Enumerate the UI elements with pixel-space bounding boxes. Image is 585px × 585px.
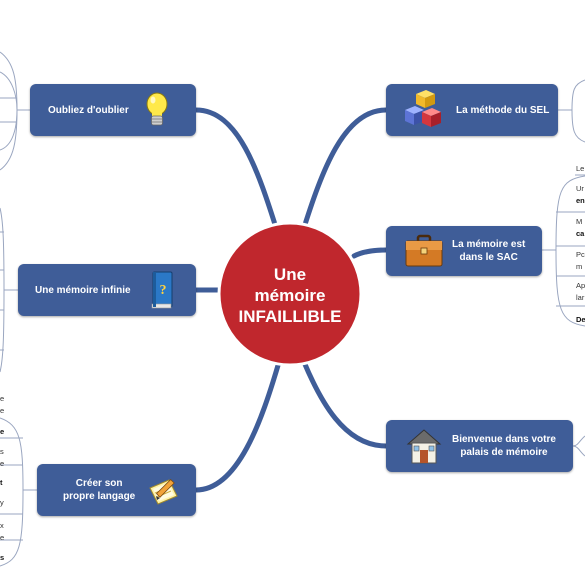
connector-sac (351, 247, 389, 259)
central-line-3: INFAILLIBLE (238, 306, 342, 326)
branch-memoire-infinie[interactable]: Une mémoire infinie ? (18, 264, 196, 316)
book-icon: ? (149, 270, 175, 310)
branch-palais-memoire[interactable]: Bienvenue dans votre palais de mémoire (386, 420, 573, 472)
branch-sac-label: La mémoire est dans le SAC (452, 238, 525, 264)
svg-text:?: ? (159, 283, 166, 298)
central-line-2: mémoire (254, 285, 326, 305)
langage-subtopic-fragment: t (0, 478, 3, 487)
sac-subtopic-fragment: Pc (576, 250, 585, 259)
langage-subtopic-fragment: e (0, 459, 5, 468)
branch-methode-sel[interactable]: La méthode du SEL (386, 84, 558, 136)
langage-subtopic-fragment: e (0, 394, 5, 403)
subbranches-sac (542, 174, 585, 327)
langage-subtopic-fragment: e (0, 427, 5, 436)
langage-subtopic-fragment: x (0, 521, 4, 530)
branch-langage-line-1: Créer son (75, 478, 123, 489)
central-circle (217, 221, 363, 367)
pencil-paper-icon (147, 474, 183, 506)
subbranches-methode (558, 79, 585, 143)
branch-oubliez-label: Oubliez d'oublier (48, 104, 129, 116)
connector-oubliez (193, 107, 281, 237)
connector-methode (299, 107, 389, 237)
branch-propre-langage[interactable]: Créer son propre langage (37, 464, 196, 516)
subbranches-infinie (0, 207, 18, 373)
sac-subtopic-fragment: lar (576, 293, 585, 302)
sac-subtopic-fragment: m (576, 262, 583, 271)
subbranches-langage (0, 417, 37, 567)
branch-memoire-sac[interactable]: La mémoire est dans le SAC (386, 226, 542, 276)
house-icon (404, 426, 444, 466)
langage-subtopic-fragment: y (0, 498, 4, 507)
central-line-1: Une (273, 264, 307, 284)
branch-sac-line-1: La mémoire est (452, 239, 526, 250)
subbranches-palais (572, 435, 585, 457)
sac-subtopic-fragment: ca (576, 229, 585, 238)
branch-palais-label: Bienvenue dans votre palais de mémoire (452, 433, 556, 459)
lightbulb-icon (143, 91, 171, 129)
sac-subtopic-fragment: Ur (576, 184, 584, 193)
branch-oubliez-doublier[interactable]: Oubliez d'oublier (30, 84, 196, 136)
branch-langage-label: Créer son propre langage (63, 477, 135, 503)
sac-subtopic-fragment: Le (576, 164, 585, 173)
sac-subtopic-fragment: M (576, 217, 583, 226)
branch-palais-line-2: palais de mémoire (460, 447, 548, 458)
branch-sac-line-2: dans le SAC (459, 252, 518, 263)
langage-subtopic-fragment: s (0, 553, 5, 562)
connector-langage (193, 359, 282, 493)
branch-infinie-label: Une mémoire infinie (35, 284, 131, 296)
langage-subtopic-fragment: e (0, 406, 5, 415)
sac-subtopic-fragment: en (576, 196, 585, 205)
central-topic[interactable]: Une mémoire INFAILLIBLE (220, 226, 360, 364)
branch-langage-line-2: propre langage (63, 491, 136, 502)
sac-subtopic-fragment: Ap (576, 281, 585, 290)
subbranches-oubliez (0, 51, 30, 171)
sac-subtopic-fragment: De (576, 315, 585, 324)
branch-methode-label: La méthode du SEL (456, 104, 550, 116)
connector-palais (301, 359, 389, 449)
langage-subtopic-fragment: e (0, 533, 5, 542)
langage-subtopic-fragment: s (0, 447, 4, 456)
cubes-icon (402, 90, 442, 130)
briefcase-icon (404, 234, 444, 268)
branch-palais-line-1: Bienvenue dans votre (452, 434, 556, 445)
